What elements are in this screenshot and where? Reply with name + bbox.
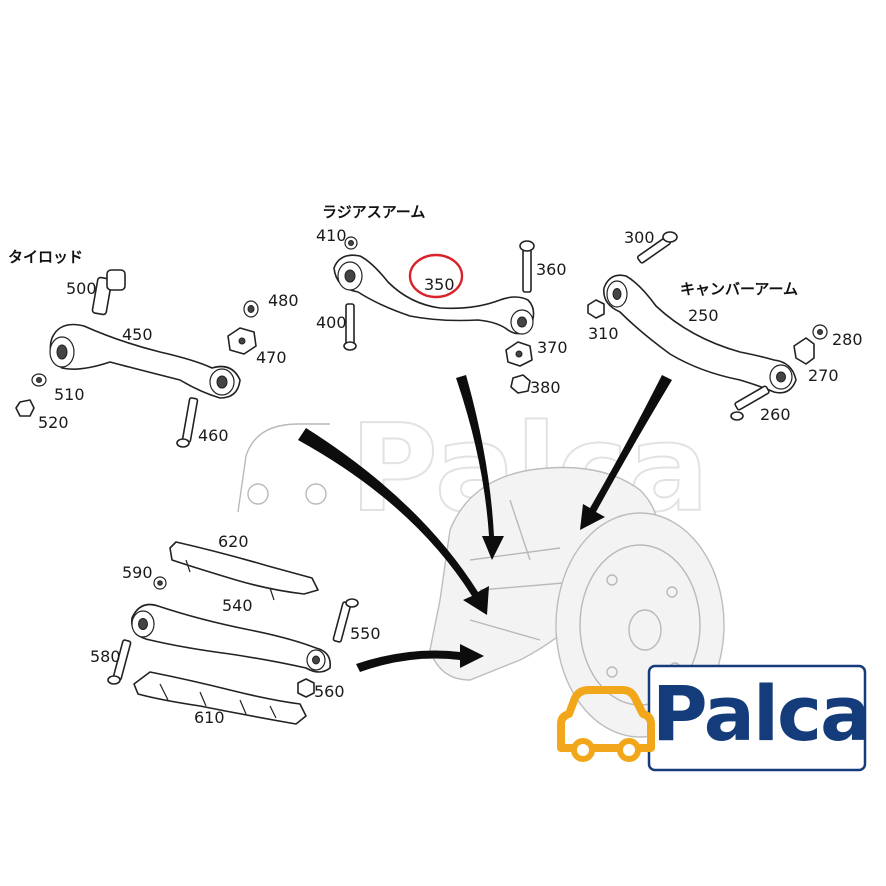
callout-480: 480 <box>268 291 299 310</box>
tie-rod-title: タイロッド <box>8 248 83 266</box>
part-460-bolt-head <box>176 438 190 448</box>
callout-250: 250 <box>688 306 719 325</box>
cover-ribs <box>159 683 277 719</box>
callout-380: 380 <box>530 378 561 397</box>
watermark-wheel-right <box>305 483 327 505</box>
car-body <box>557 686 655 752</box>
part-540-lower-arm <box>131 603 332 673</box>
callout-520: 520 <box>38 413 69 432</box>
part-300-bolt-head <box>662 231 678 243</box>
car-wheel-rear <box>617 738 641 762</box>
car-icon <box>557 686 655 762</box>
camber-arm-title: キャンバーアーム <box>680 280 798 298</box>
washer-hole <box>36 377 42 383</box>
arrow-camber-arm <box>580 375 672 530</box>
bushing-hole <box>56 344 68 360</box>
bushing-hole <box>344 269 356 283</box>
radius-arm-title: ラジアスアーム <box>322 203 425 221</box>
retainer-hole <box>515 350 523 358</box>
callout-590: 590 <box>122 563 153 582</box>
hub-bolt <box>606 574 618 586</box>
part-400-bolt-head <box>343 341 357 351</box>
lower-arm-group: 620 590 540 550 580 560 610 <box>90 532 381 727</box>
part-350-radius-arm <box>333 254 535 335</box>
callout-350: 350 <box>424 275 455 294</box>
arrow-tie-rod <box>298 428 489 615</box>
part-450-tie-rod <box>49 323 241 399</box>
bushing-hole <box>776 371 786 383</box>
highlight-circle-350 <box>408 253 464 299</box>
part-610-cover <box>133 671 307 725</box>
callout-260: 260 <box>760 405 791 424</box>
callout-500: 500 <box>66 279 97 298</box>
callout-460: 460 <box>198 426 229 445</box>
subframe-links <box>469 499 576 641</box>
part-580-bolt-head <box>107 675 121 685</box>
cover-tabs <box>185 559 275 601</box>
part-360-bolt <box>522 247 532 293</box>
callout-300: 300 <box>624 228 655 247</box>
part-360-bolt-head <box>519 240 535 252</box>
bushing-hole <box>612 288 622 300</box>
callout-560: 560 <box>314 682 345 701</box>
radius-arm-group: ラジアスアーム 410 350 360 400 370 380 <box>316 203 568 397</box>
car-wheel-front <box>571 738 595 762</box>
part-310-nut <box>587 299 605 319</box>
hub-center <box>628 609 662 651</box>
callout-550: 550 <box>350 624 381 643</box>
part-550-bolt <box>332 601 352 643</box>
part-400-bolt <box>345 303 355 347</box>
logo-text: Palca <box>652 669 871 758</box>
callout-580: 580 <box>90 647 121 666</box>
callout-470: 470 <box>256 348 287 367</box>
callout-310: 310 <box>588 324 619 343</box>
pointer-arrows <box>298 375 672 672</box>
callout-540: 540 <box>222 596 253 615</box>
callout-510: 510 <box>54 385 85 404</box>
watermark-wheel-left <box>247 483 269 505</box>
callout-610: 610 <box>194 708 225 727</box>
part-620-cover <box>169 541 319 595</box>
part-270-retainer <box>793 337 815 365</box>
arrow-lower-arm <box>356 644 484 672</box>
part-550-bolt-head <box>345 598 359 608</box>
washer-hole <box>817 329 823 335</box>
callout-270: 270 <box>808 366 839 385</box>
tie-rod-group: タイロッド 500 450 510 520 460 470 480 <box>8 248 299 448</box>
part-260-bolt <box>734 385 770 411</box>
part-250-camber-arm <box>603 274 797 394</box>
bushing-hole <box>216 375 228 389</box>
part-260-bolt-head <box>730 411 744 421</box>
bushing-hole <box>517 316 527 328</box>
hub-bolt <box>606 666 618 678</box>
callout-370: 370 <box>537 338 568 357</box>
part-460-bolt <box>181 397 199 443</box>
callout-410: 410 <box>316 226 347 245</box>
washer-hole <box>247 305 255 313</box>
callout-450: 450 <box>122 325 153 344</box>
bushing-hole <box>138 618 148 630</box>
hub-bolt <box>666 586 678 598</box>
callout-360: 360 <box>536 260 567 279</box>
part-560-nut <box>297 678 315 698</box>
callout-620: 620 <box>218 532 249 551</box>
callout-400: 400 <box>316 313 347 332</box>
bushing-hole <box>312 655 320 665</box>
camber-arm-group: キャンバーアーム 300 310 250 280 270 260 <box>587 228 863 424</box>
washer-hole <box>348 240 354 246</box>
part-500-bolt-head <box>106 269 126 291</box>
palca-logo <box>557 664 867 772</box>
part-380-nut <box>510 374 531 394</box>
retainer-hole <box>238 337 246 345</box>
callout-280: 280 <box>832 330 863 349</box>
washer-hole <box>157 580 163 586</box>
part-520-nut <box>15 399 35 417</box>
arrow-radius-arm <box>456 375 504 560</box>
watermark-car-icon <box>237 423 330 513</box>
